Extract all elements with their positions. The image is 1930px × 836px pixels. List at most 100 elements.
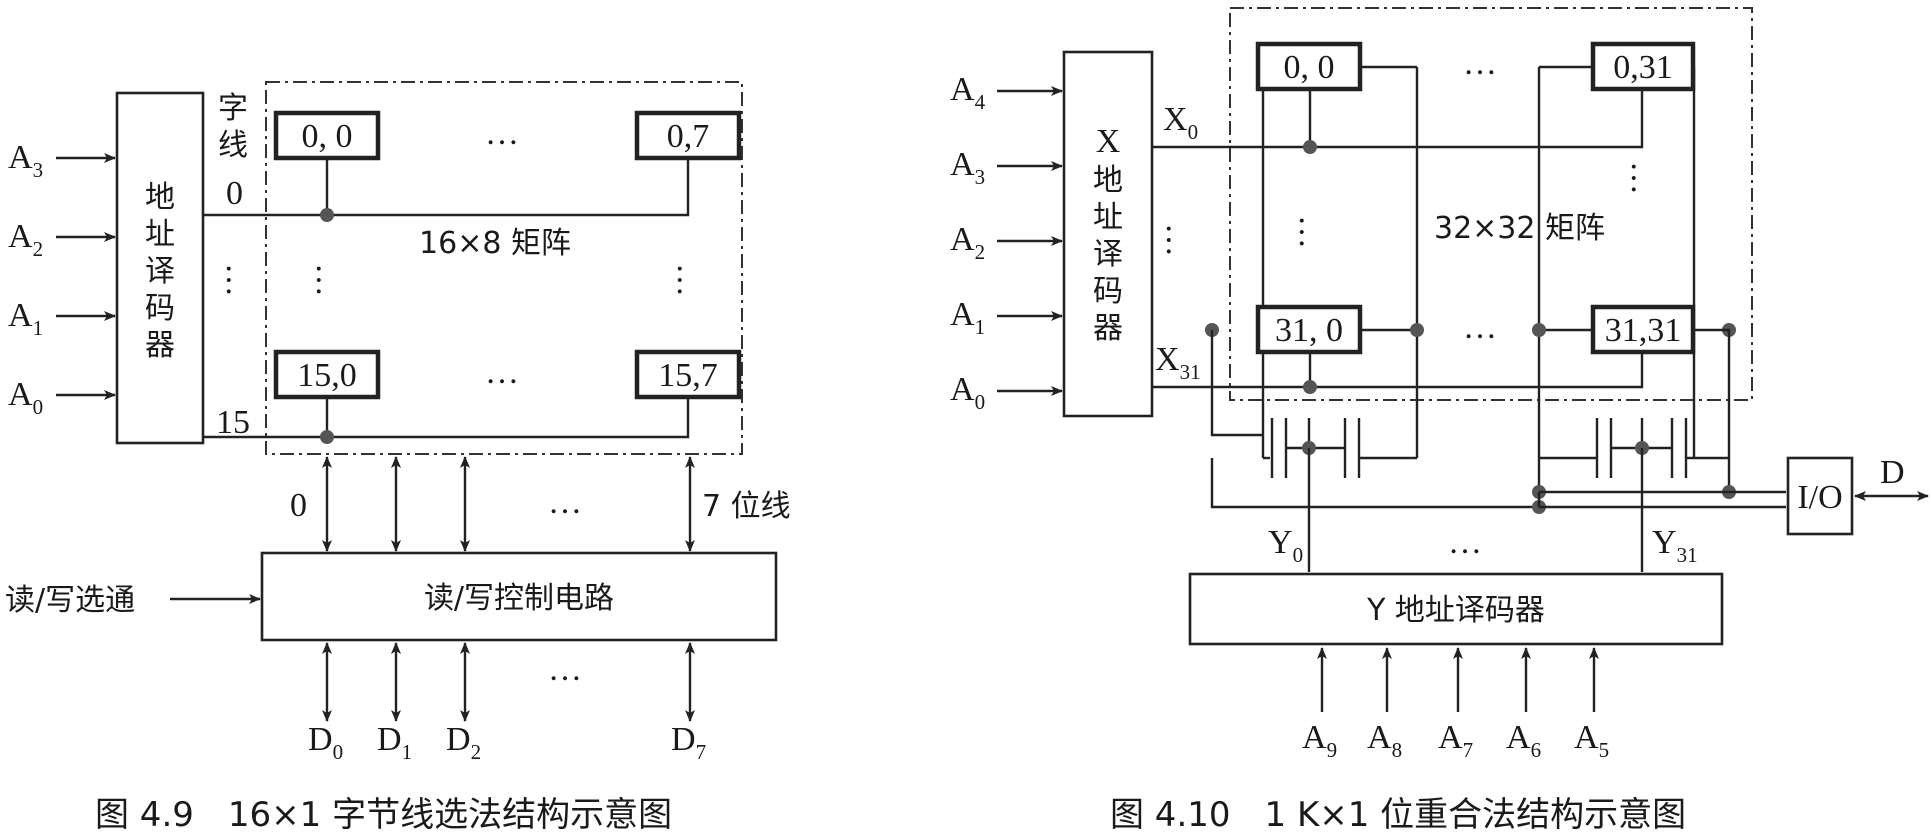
col0-ellipsis: … <box>1292 215 1329 249</box>
wordline-title-1: 字 <box>218 91 248 126</box>
col0-left-rail <box>1210 330 1263 437</box>
x-decoder-char-6: 器 <box>1093 311 1123 346</box>
data-ellipsis: … <box>548 651 582 688</box>
cell-15-0 <box>273 349 381 400</box>
fig2-caption: 图 4.10 1 K×1 位重合法结构示意图 <box>1110 795 1686 835</box>
y31-label: Y31 <box>1652 524 1698 567</box>
io-block <box>1786 456 1854 536</box>
output-d0-label: D0 <box>308 721 343 764</box>
cell-0-0-label: 0, 0 <box>302 118 353 155</box>
x0-label: X0 <box>1163 101 1198 144</box>
wordline-title-2: 线 <box>218 128 248 163</box>
fig1-decoder-label: 地 址 译 码 器 <box>145 180 175 363</box>
cell-31-0 <box>1255 304 1363 355</box>
y-input-a5-label: A5 <box>1574 719 1609 762</box>
output-d7-label: D7 <box>671 721 706 764</box>
col7-ellipsis: … <box>670 263 707 297</box>
y-input-a7-label: A7 <box>1438 719 1473 762</box>
fig1-matrix-boundary <box>265 81 743 455</box>
decoder-char-2: 址 <box>145 217 175 252</box>
fig2-y-address-decoder <box>1188 572 1724 646</box>
fig1-caption: 图 4.9 16×1 字节线选法结构示意图 <box>95 795 672 835</box>
bitline-0-label: 0 <box>290 487 307 524</box>
x-input-a0-label: A0 <box>950 371 985 414</box>
fig2-matrix-label: 32×32 矩阵 <box>1434 211 1605 246</box>
x-decoder-char-1: X <box>1096 123 1121 160</box>
io-block-label: I/O <box>1797 479 1842 516</box>
cell-0-7 <box>634 110 742 161</box>
x-input-a3-label: A3 <box>950 146 985 189</box>
col0-common-bus <box>1210 458 1539 509</box>
rw-control-circuit-label: 读/写控制电路 <box>424 581 614 616</box>
col31-ellipsis: … <box>1624 161 1661 195</box>
fig2-matrix-boundary <box>1229 7 1753 401</box>
x-input-a2-label: A2 <box>950 221 985 264</box>
cell-0-0 <box>273 110 381 161</box>
x-decoder-char-2: 地 <box>1093 163 1123 198</box>
y-input-a6-label: A6 <box>1506 719 1541 762</box>
y-input-a8-label: A8 <box>1367 719 1402 762</box>
wordline-15-label: 15 <box>216 404 250 441</box>
wordline-0 <box>203 160 690 217</box>
y-input-a9-label: A9 <box>1302 719 1337 762</box>
input-a2-label: A2 <box>8 218 43 261</box>
output-d1-label: D1 <box>377 721 412 764</box>
x-input-a4-label: A4 <box>950 71 986 114</box>
fig2-x-decoder-label: X 地 址 译 码 器 <box>1093 123 1123 346</box>
input-a0-label: A0 <box>8 376 43 419</box>
fig1-matrix-label: 16×8 矩阵 <box>419 226 571 261</box>
decoder-char-1: 地 <box>145 180 175 215</box>
cell-31-0-label: 31, 0 <box>1275 312 1343 349</box>
junction-dot <box>1303 380 1317 394</box>
row31-ellipsis: … <box>1463 309 1497 346</box>
y0-label: Y0 <box>1268 524 1303 567</box>
decoder-char-3: 译 <box>145 254 175 289</box>
fig2-column-lines <box>1205 65 1736 435</box>
fig2-x-address-inputs: A4 A3 A2 A1 A0 <box>950 71 1063 414</box>
junction-dot <box>320 208 334 222</box>
x-input-ellipsis: … <box>1159 223 1196 257</box>
cell-15-7-label: 15,7 <box>658 357 718 394</box>
x-decoder-char-3: 址 <box>1093 200 1123 235</box>
col31-right-rail <box>1694 328 1731 492</box>
decoder-char-4: 码 <box>145 291 175 326</box>
cell-0-7-label: 0,7 <box>667 118 710 155</box>
wordline-15 <box>203 398 690 439</box>
cell-15-7 <box>634 349 742 400</box>
decoder-vertical-ellipsis: … <box>219 263 256 297</box>
figure-4-9: A3 A2 A1 A0 地 址 译 码 器 字 线 0 15 … <box>5 81 791 835</box>
cell-0-0-label: 0, 0 <box>1284 49 1335 86</box>
fig1-address-inputs: A3 A2 A1 A0 <box>8 139 116 419</box>
col31-switch <box>1532 328 1786 572</box>
x-input-a1-label: A1 <box>950 296 985 339</box>
rw-control-circuit <box>260 551 778 642</box>
junction-dot <box>1303 140 1317 154</box>
cell-31-31 <box>1590 304 1696 355</box>
fig2-y-address-inputs: A9 A8 A7 A6 A5 <box>1302 647 1609 762</box>
col0-switch <box>1210 330 1539 572</box>
fig2-x-address-decoder <box>1062 50 1154 418</box>
decoder-char-5: 器 <box>145 328 175 363</box>
cell-0-0 <box>1255 41 1363 92</box>
output-d2-label: D2 <box>446 721 481 764</box>
input-a1-label: A1 <box>8 297 43 340</box>
x-line-0 <box>1152 89 1644 149</box>
cell-0-31-label: 0,31 <box>1613 49 1673 86</box>
fig1-address-decoder <box>115 91 205 445</box>
junction-dot <box>1410 323 1424 337</box>
row0-ellipsis: … <box>1463 45 1497 82</box>
x-decoder-char-5: 码 <box>1093 274 1123 309</box>
rw-strobe-label: 读/写选通 <box>5 583 135 618</box>
row0-ellipsis: … <box>485 115 519 152</box>
row15-ellipsis: … <box>485 354 519 391</box>
junction-dot <box>1532 323 1546 337</box>
y-ellipsis: … <box>1448 524 1482 561</box>
x-line-31 <box>1152 352 1644 389</box>
input-a3-label: A3 <box>8 139 43 182</box>
fig1-data-lines <box>322 642 695 722</box>
x-decoder-char-4: 译 <box>1093 237 1123 272</box>
cell-0-31 <box>1590 41 1696 92</box>
bitline-ellipsis: … <box>548 484 582 521</box>
figure-4-10: A4 A3 A2 A1 A0 … X 地 址 译 码 器 X0 X31 <box>950 7 1929 835</box>
junction-dot <box>320 430 334 444</box>
